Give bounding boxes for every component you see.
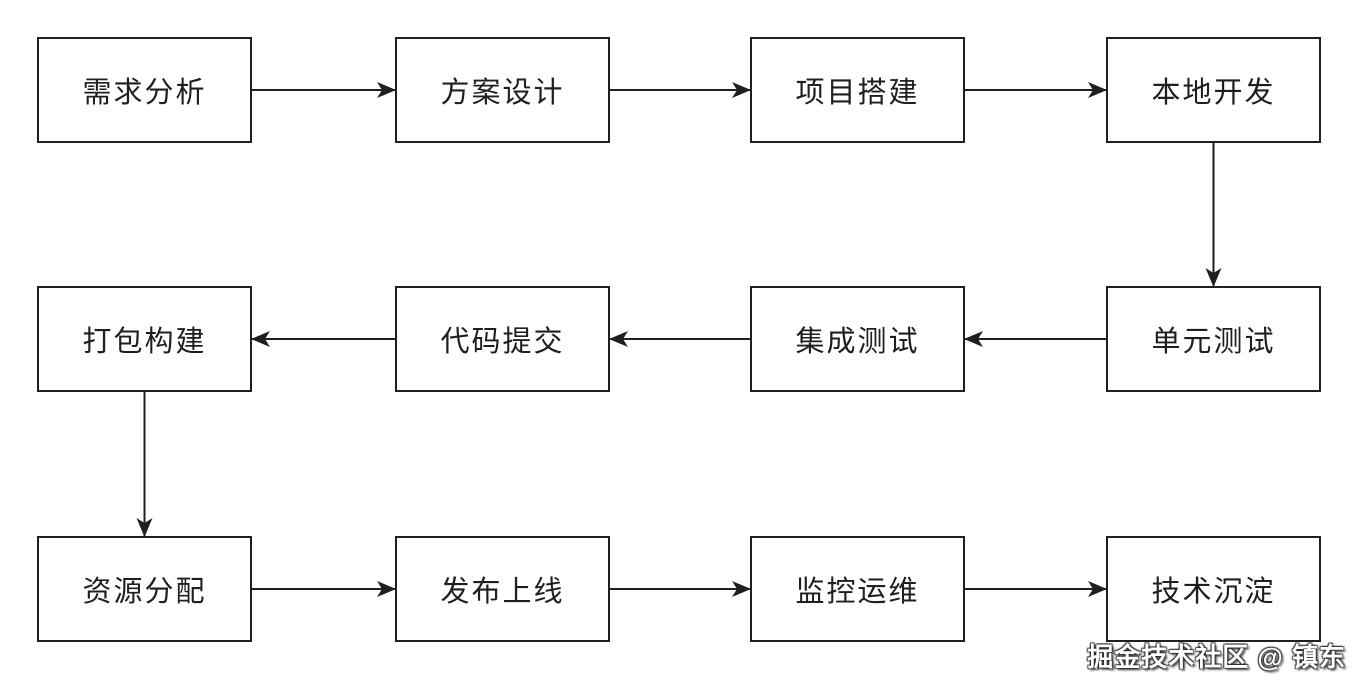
node-label-code-commit: 代码提交 (440, 326, 565, 358)
node-solution-design: 方案设计 (395, 37, 610, 143)
node-label-local-development: 本地开发 (1151, 77, 1276, 109)
node-label-project-setup: 项目搭建 (795, 77, 920, 109)
watermark: 掘金技术社区 @ 镇东 (1087, 642, 1346, 672)
node-requirements-analysis: 需求分析 (37, 37, 252, 143)
node-monitoring-operations: 监控运维 (750, 536, 965, 642)
node-integration-testing: 集成测试 (750, 286, 965, 392)
node-code-commit: 代码提交 (395, 286, 610, 392)
node-label-monitoring-operations: 监控运维 (795, 576, 920, 608)
node-label-release-launch: 发布上线 (440, 576, 565, 608)
node-resource-allocation: 资源分配 (37, 536, 252, 642)
node-package-build: 打包构建 (37, 286, 252, 392)
node-label-package-build: 打包构建 (82, 326, 207, 358)
node-project-setup: 项目搭建 (750, 37, 965, 143)
node-label-solution-design: 方案设计 (440, 77, 565, 109)
node-label-technical-accumulation: 技术沉淀 (1151, 576, 1276, 608)
node-local-development: 本地开发 (1106, 37, 1321, 143)
node-release-launch: 发布上线 (395, 536, 610, 642)
node-label-resource-allocation: 资源分配 (82, 576, 207, 608)
node-unit-testing: 单元测试 (1106, 286, 1321, 392)
node-label-requirements-analysis: 需求分析 (82, 77, 207, 109)
node-label-unit-testing: 单元测试 (1151, 326, 1276, 358)
node-technical-accumulation: 技术沉淀 (1106, 536, 1321, 642)
node-label-integration-testing: 集成测试 (795, 326, 920, 358)
